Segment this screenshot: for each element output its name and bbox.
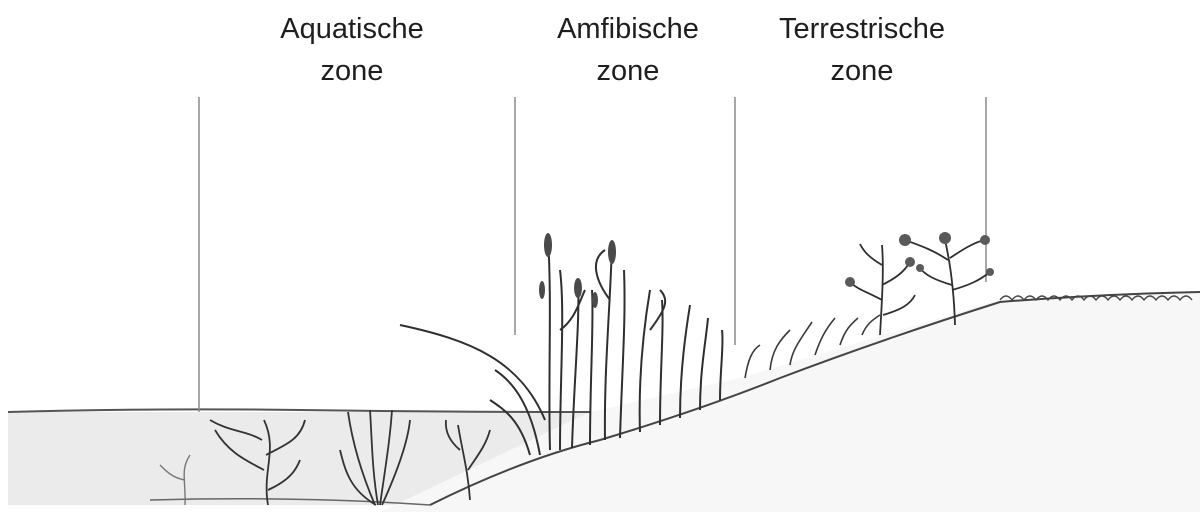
bank-soil [380,292,1200,512]
zone-label-line: Aquatische [222,8,482,50]
zone-label-aquatic: Aquatische zone [222,8,482,92]
zone-label-line: zone [732,50,992,92]
leaf-tufts [845,232,994,287]
zone-label-line: Terrestrische [732,8,992,50]
zone-label-line: zone [222,50,482,92]
zone-label-line: Amfibische [498,8,758,50]
terrestrial-shrub [850,244,915,335]
zone-label-terrestrial: Terrestrische zone [732,8,992,92]
zone-label-line: zone [498,50,758,92]
zone-label-amphibious: Amfibische zone [498,8,758,92]
